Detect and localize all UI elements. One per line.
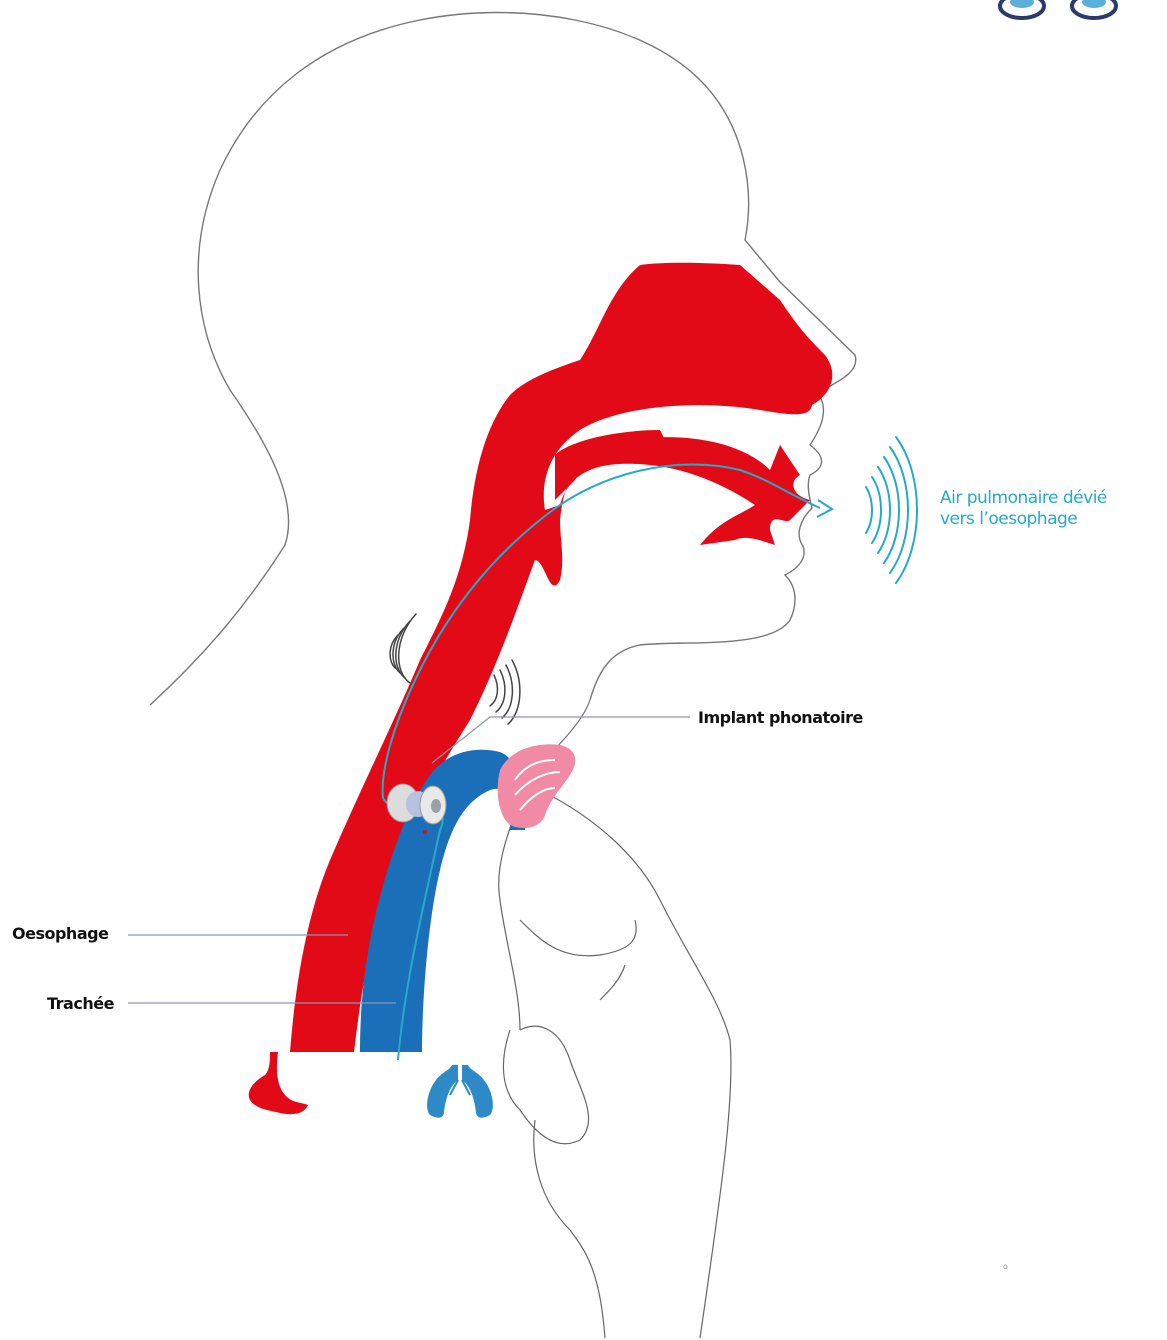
- hand-outline: [499, 790, 731, 1338]
- stomach-icon: [249, 1052, 308, 1114]
- airflow-label-line1: Air pulmonaire dévié: [940, 488, 1107, 509]
- airflow-label-line2: vers l’oesophage: [940, 509, 1107, 530]
- mouth-sound-waves: [866, 437, 917, 583]
- airflow-label: Air pulmonaire dévié vers l’oesophage: [940, 488, 1107, 530]
- corner-mark: o: [1003, 1262, 1007, 1271]
- logo-icon: [1000, 0, 1116, 18]
- trachea-label: Trachée: [47, 994, 114, 1013]
- implant-label: Implant phonatoire: [698, 708, 863, 727]
- oesophagus-label: Oesophage: [12, 924, 108, 943]
- lungs-icon: [427, 1065, 493, 1118]
- larynx: [498, 744, 576, 828]
